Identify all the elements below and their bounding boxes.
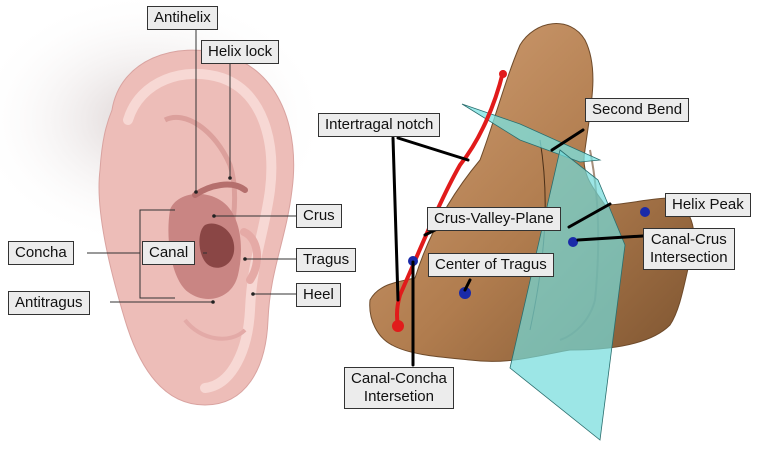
label-crus: Crus (296, 204, 342, 228)
label-heel: Heel (296, 283, 341, 307)
helix-peak-marker (640, 207, 650, 217)
label-canal-crus-line2: Intersection (650, 249, 728, 267)
label-helix-peak: Helix Peak (665, 193, 751, 217)
curve-end-bottom (392, 320, 404, 332)
label-canal-concha-intersection: Canal-Concha Intersetion (344, 367, 454, 409)
label-concha: Concha (8, 241, 74, 265)
label-canal-crus-line1: Canal-Crus (650, 231, 728, 249)
label-intertragal-notch: Intertragal notch (318, 113, 440, 137)
label-crus-valley-plane: Crus-Valley-Plane (427, 207, 561, 231)
label-canal-concha-line1: Canal-Concha (351, 370, 447, 388)
label-antitragus: Antitragus (8, 291, 90, 315)
label-second-bend: Second Bend (585, 98, 689, 122)
canal-crus-marker (568, 237, 578, 247)
ear-photo (0, 0, 330, 405)
label-tragus: Tragus (296, 248, 356, 272)
label-canal: Canal (142, 241, 195, 265)
label-helix-lock: Helix lock (201, 40, 279, 64)
label-canal-concha-line2: Intersetion (351, 388, 447, 406)
label-antihelix: Antihelix (147, 6, 218, 30)
curve-end-top (499, 70, 507, 78)
label-canal-crus-intersection: Canal-Crus Intersection (643, 228, 735, 270)
label-center-of-tragus: Center of Tragus (428, 253, 554, 277)
